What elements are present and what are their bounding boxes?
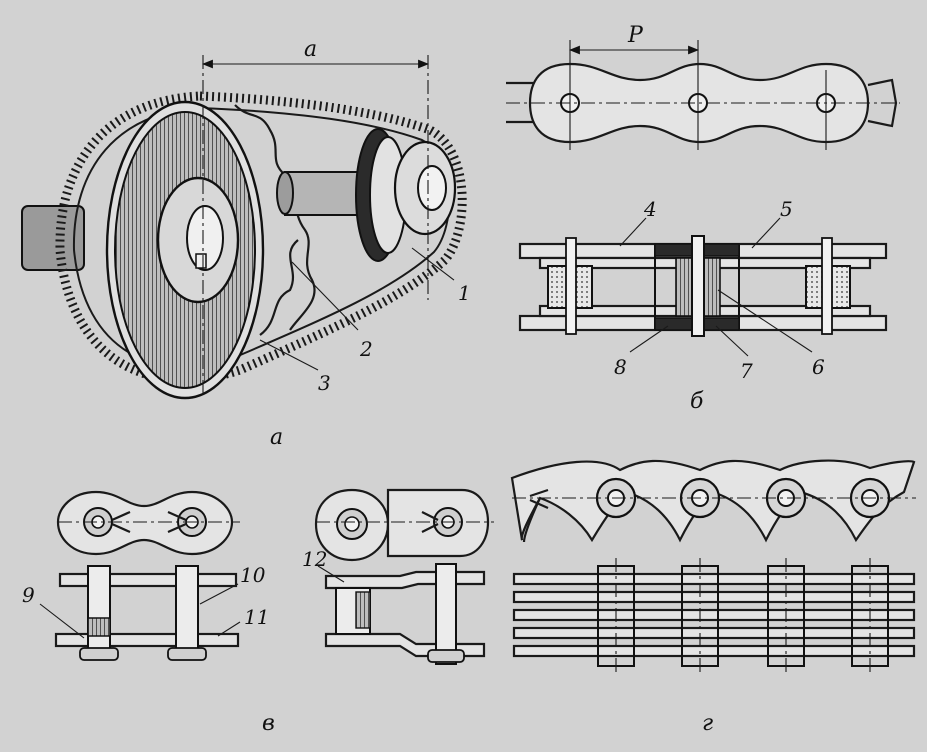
- label-9: 9: [22, 583, 35, 607]
- label-2: 2: [359, 337, 373, 361]
- stack-plate: [512, 644, 916, 658]
- bushing-wall: [675, 257, 693, 317]
- shaft-stub: [21, 205, 85, 271]
- caption-v: в: [262, 711, 275, 736]
- pin-side-2: [175, 565, 199, 659]
- bushing-wall: [703, 257, 721, 317]
- stack-plate: [512, 572, 916, 586]
- stack-plate: [512, 626, 916, 640]
- figure-g-silent-chain: г: [510, 459, 916, 736]
- label-6: 6: [812, 355, 825, 379]
- leader-6: [717, 289, 813, 353]
- pin-side-1: [87, 565, 111, 659]
- leader-3: [259, 339, 319, 371]
- figure-v-connecting-links: 9 10 11 12 в: [22, 488, 494, 736]
- stack-plate: [512, 608, 916, 622]
- leader-7: [715, 325, 749, 357]
- pin-section: [87, 617, 111, 637]
- caption-g: г: [702, 711, 713, 736]
- cotter-pin: [111, 510, 131, 534]
- keyway: [195, 253, 207, 269]
- leader-10: [199, 583, 239, 605]
- leader-8: [629, 325, 669, 353]
- label-1: 1: [458, 281, 471, 305]
- caption-a: а: [270, 425, 283, 450]
- figure-a-chain-drive: a 1 2 3 а: [21, 37, 471, 450]
- label-12: 12: [302, 547, 327, 571]
- leader-9: [39, 603, 85, 639]
- leader-12: [317, 565, 345, 583]
- cotter-pin: [167, 510, 187, 534]
- figure-b-roller-chain-section: 4 5 6 7 8 б: [518, 197, 888, 414]
- leader-1: [411, 247, 455, 281]
- pin-nut: [427, 649, 465, 663]
- roller-section: [355, 591, 371, 629]
- label-8: 8: [614, 355, 627, 379]
- leader-5: [751, 217, 781, 249]
- label-7: 7: [740, 359, 753, 383]
- side-plate-bottom: [54, 632, 240, 648]
- stack-plate: [512, 590, 916, 604]
- pin-nut: [79, 647, 119, 661]
- chain-break: [867, 78, 898, 128]
- label-10: 10: [240, 563, 266, 587]
- shaft-end: [276, 171, 294, 215]
- tooth-chain-plate-stack: [512, 558, 916, 676]
- small-sprocket-bore: [417, 165, 447, 211]
- chain-teeth-wave-2: [259, 239, 299, 336]
- dimension-p-label: P: [627, 23, 644, 48]
- label-4: 4: [643, 197, 657, 221]
- side-plate-top: [58, 572, 238, 588]
- bushing-bore: [344, 516, 360, 532]
- cotter-pin: [421, 511, 439, 533]
- label-3: 3: [318, 371, 331, 395]
- label-5: 5: [780, 197, 793, 221]
- pin-left: [565, 237, 577, 335]
- connecting-shaft: [284, 171, 361, 216]
- pin-side-3: [435, 563, 457, 665]
- leader-11: [217, 621, 241, 637]
- cranked-side-top: [324, 570, 486, 590]
- cotter-pin: [529, 488, 549, 510]
- pin-nut: [167, 647, 207, 661]
- label-11: 11: [244, 605, 269, 629]
- figure-link-plate-pitch: P: [506, 23, 900, 150]
- pin-right: [821, 237, 833, 335]
- leader-4: [619, 217, 647, 247]
- caption-b: б: [690, 389, 704, 414]
- chain-loop-outer: [55, 91, 467, 385]
- dimension-a-label: a: [304, 37, 317, 62]
- leader-2: [291, 261, 359, 331]
- chain-loop-inner: [72, 106, 451, 368]
- pin-middle: [691, 235, 705, 337]
